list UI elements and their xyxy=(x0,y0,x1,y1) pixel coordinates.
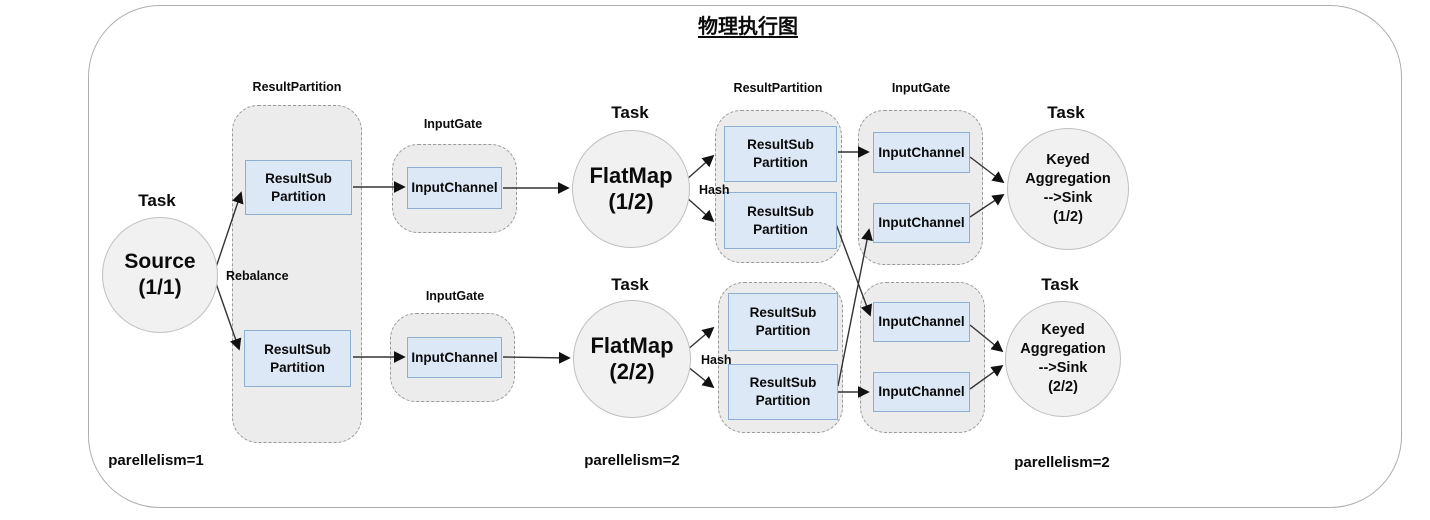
input-channel-label: InputChannel xyxy=(878,384,965,400)
result-sub-partition-box: ResultSub Partition xyxy=(245,160,352,215)
hash-label-top: Hash xyxy=(699,183,730,197)
diagram-title: 物理执行图 xyxy=(698,16,798,38)
result-sub-line2: Partition xyxy=(753,155,808,170)
result-sub-line1: ResultSub xyxy=(264,341,331,357)
result-sub-partition-box: ResultSub Partition xyxy=(728,364,838,420)
rebalance-label: Rebalance xyxy=(226,269,289,283)
input-channel-box: InputChannel xyxy=(873,203,970,243)
task-label-flatmap1: Task xyxy=(611,103,649,122)
result-partition-left-label: ResultPartition xyxy=(252,80,342,94)
flatmap2-index: (2/2) xyxy=(609,359,655,384)
parallelism-label-sink: parellelism=2 xyxy=(1014,454,1110,471)
agg2-line1: Keyed xyxy=(1041,321,1085,338)
result-sub-line1: ResultSub xyxy=(265,170,332,186)
agg1-line3: -->Sink xyxy=(1043,190,1093,206)
task-label-agg1: Task xyxy=(1047,103,1085,122)
task-node-keyed-aggregation-1: Keyed Aggregation -->Sink (1/2) xyxy=(1007,128,1129,250)
agg1-line2: Aggregation xyxy=(1025,170,1111,187)
hash-label-bottom: Hash xyxy=(701,353,732,367)
task-node-keyed-aggregation-2: Keyed Aggregation -->Sink (2/2) xyxy=(1005,301,1121,417)
edge-ic-bottomleft-to-flatmap2 xyxy=(502,351,571,364)
result-sub-partition-box: ResultSub Partition xyxy=(724,126,837,182)
input-channel-label: InputChannel xyxy=(878,144,965,160)
agg1-line1: Keyed xyxy=(1046,151,1090,168)
edge-ic3-to-agg2 xyxy=(969,324,1004,353)
result-sub-partition-box: ResultSub Partition xyxy=(244,330,351,387)
input-gate-top-left-label: InputGate xyxy=(423,117,483,131)
task-label-flatmap2: Task xyxy=(611,275,649,294)
edge-ic1-to-agg1 xyxy=(969,156,1005,184)
result-sub-line1: ResultSub xyxy=(747,137,814,153)
result-sub-partition-box: ResultSub Partition xyxy=(724,192,837,249)
edge-flatmap2-hash-up xyxy=(686,326,715,351)
input-channel-box: InputChannel xyxy=(407,337,502,378)
result-sub-line1: ResultSub xyxy=(747,203,814,219)
result-sub-line1: ResultSub xyxy=(749,375,817,391)
input-channel-box: InputChannel xyxy=(873,132,970,173)
result-sub-partition-box: ResultSub Partition xyxy=(728,293,838,351)
parallelism-label-source: parellelism=1 xyxy=(108,452,204,469)
result-sub-line2: Partition xyxy=(755,393,811,408)
task-node-source: Source (1/1) xyxy=(102,217,218,333)
input-gate-top-right-label: InputGate xyxy=(891,81,951,95)
input-channel-label: InputChannel xyxy=(878,215,965,231)
result-partition-top-right-label: ResultPartition xyxy=(733,81,823,95)
task-label-agg2: Task xyxy=(1041,275,1079,294)
source-index: (1/1) xyxy=(138,276,182,299)
parallelism-label-flatmap: parellelism=2 xyxy=(584,452,680,469)
flatmap1-name: FlatMap xyxy=(589,162,673,188)
edge-ic4-to-agg2 xyxy=(969,364,1004,390)
edge-flatmap1-hash-up xyxy=(685,154,715,181)
input-channel-label: InputChannel xyxy=(878,314,965,330)
agg2-line2: Aggregation xyxy=(1020,340,1106,357)
task-node-flatmap-1: FlatMap (1/2) xyxy=(572,130,690,248)
input-gate-bottom-left-label: InputGate xyxy=(425,289,485,303)
result-sub-line2: Partition xyxy=(271,188,326,204)
input-channel-box: InputChannel xyxy=(873,302,970,342)
source-name: Source xyxy=(124,249,196,273)
flatmap1-index: (1/2) xyxy=(608,189,654,214)
agg1-line4: (1/2) xyxy=(1053,209,1083,226)
result-sub-line2: Partition xyxy=(755,323,811,338)
edge-ic2-to-agg1 xyxy=(969,194,1005,218)
agg2-line4: (2/2) xyxy=(1048,379,1078,396)
edge-bottom-rsp2-cross-up xyxy=(837,228,873,387)
result-sub-line2: Partition xyxy=(270,359,325,375)
task-label-source: Task xyxy=(138,191,176,210)
edge-top-rsp2-cross-down xyxy=(835,223,873,317)
task-node-flatmap-2: FlatMap (2/2) xyxy=(573,300,691,418)
input-channel-box: InputChannel xyxy=(873,372,970,412)
input-channel-label: InputChannel xyxy=(411,349,498,365)
result-sub-line1: ResultSub xyxy=(749,305,817,321)
input-channel-label: InputChannel xyxy=(411,180,498,196)
agg2-line3: -->Sink xyxy=(1038,360,1088,376)
result-sub-line2: Partition xyxy=(753,221,808,237)
flatmap2-name: FlatMap xyxy=(590,332,674,358)
edge-flatmap2-hash-down xyxy=(686,365,715,389)
edge-flatmap1-hash-down xyxy=(685,196,715,223)
input-channel-box: InputChannel xyxy=(407,167,502,209)
